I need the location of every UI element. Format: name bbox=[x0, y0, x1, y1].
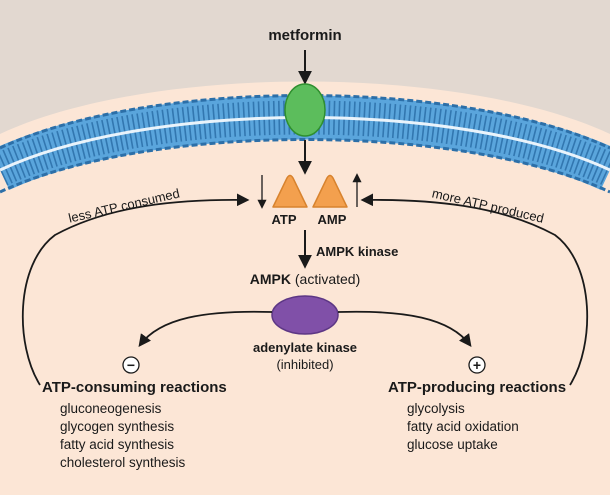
arrow-to-producing bbox=[337, 310, 472, 348]
svg-text:−: − bbox=[127, 357, 135, 373]
adenylate-kinase-state: (inhibited) bbox=[276, 357, 333, 372]
amp-triangle bbox=[312, 174, 348, 208]
producing-item: glucose uptake bbox=[407, 437, 498, 452]
right-feedback-loop bbox=[360, 193, 589, 386]
producing-title: ATP-producing reactions bbox=[388, 379, 566, 396]
arrow-to-consuming bbox=[138, 310, 273, 348]
ampk-state: (activated) bbox=[295, 271, 360, 287]
amp-label: AMP bbox=[318, 212, 347, 227]
consuming-title: ATP-consuming reactions bbox=[42, 379, 227, 396]
atp-label: ATP bbox=[271, 212, 296, 227]
metformin-label: metformin bbox=[268, 27, 341, 44]
ampk-label: AMPK (activated) bbox=[250, 271, 360, 287]
consuming-item: gluconeogenesis bbox=[60, 401, 162, 416]
consuming-reactions: ATP-consuming reactions gluconeogenesis … bbox=[42, 379, 227, 470]
producing-item: fatty acid oxidation bbox=[407, 419, 519, 434]
atp-triangle bbox=[272, 174, 308, 208]
activation-sign: + bbox=[468, 356, 486, 374]
svg-text:+: + bbox=[473, 357, 481, 373]
consuming-item: cholesterol synthesis bbox=[60, 455, 186, 470]
ampk-kinase-label: AMPK kinase bbox=[316, 244, 398, 259]
inhibition-sign: − bbox=[122, 356, 140, 374]
left-feedback-loop bbox=[21, 193, 250, 386]
membrane-transporter bbox=[284, 83, 326, 137]
adenylate-kinase-label: adenylate kinase bbox=[253, 340, 357, 355]
adenylate-kinase-ellipse bbox=[271, 295, 339, 335]
consuming-item: fatty acid synthesis bbox=[60, 437, 174, 452]
ampk-name: AMPK bbox=[250, 271, 291, 287]
producing-item: glycolysis bbox=[407, 401, 465, 416]
consuming-item: glycogen synthesis bbox=[60, 419, 174, 434]
producing-reactions: ATP-producing reactions glycolysis fatty… bbox=[388, 379, 566, 452]
